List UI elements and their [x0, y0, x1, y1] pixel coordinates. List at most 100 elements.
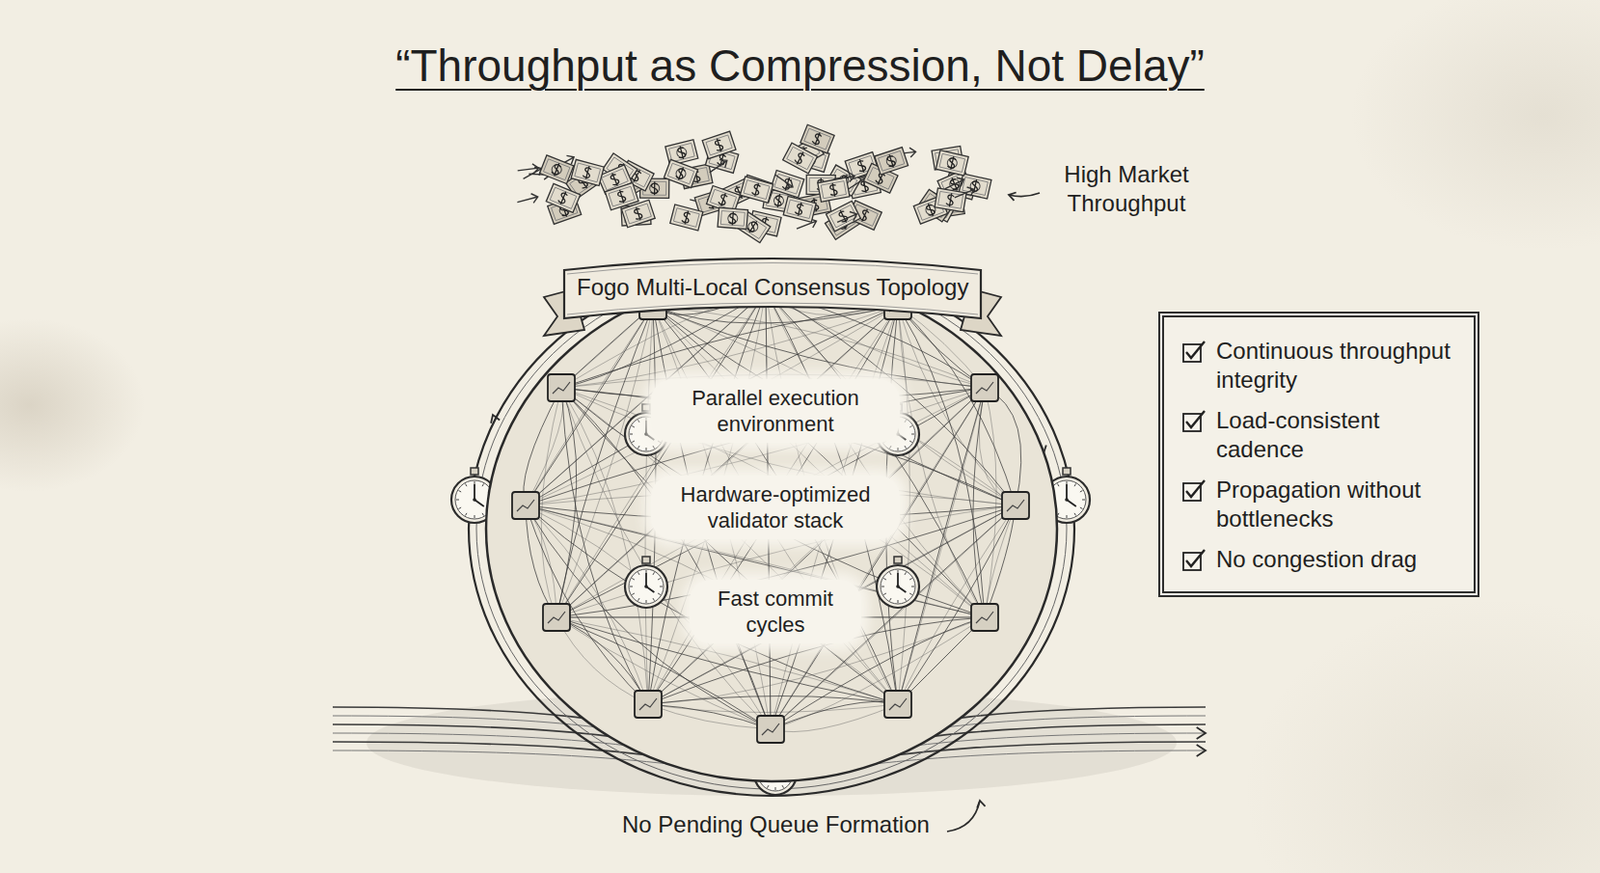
- sketch-line: [561, 291, 766, 388]
- topology-ellipse: [486, 275, 1058, 782]
- sketch-line: [552, 381, 570, 394]
- sketch-line: [904, 445, 907, 449]
- sketch-line: [631, 593, 635, 596]
- dollar-glyph: [781, 176, 792, 191]
- sketch-line: [890, 445, 893, 449]
- sketch-line: [459, 507, 462, 510]
- check-mark: [1186, 341, 1205, 358]
- money-bill: [874, 147, 909, 175]
- sketch-line: [652, 571, 655, 575]
- flow-arrow: [952, 185, 977, 203]
- validator-box: [542, 603, 570, 631]
- check-mark: [1186, 480, 1205, 497]
- flow-arrow: [835, 209, 859, 227]
- dollar-glyph: [858, 207, 870, 223]
- sketch-line: [516, 499, 535, 512]
- money-bill: [670, 204, 704, 231]
- bill-border: [542, 159, 570, 181]
- sketch-line: [631, 578, 635, 581]
- money-bill: [604, 182, 639, 210]
- checklist-text: Propagation without bottlenecks: [1216, 475, 1459, 534]
- money-bill: [516, 162, 540, 176]
- sketch-line: [976, 611, 994, 624]
- sketch-line: [770, 701, 898, 730]
- bill-border: [804, 128, 831, 150]
- sketch-line: [904, 571, 907, 575]
- sketch-line: [465, 513, 468, 516]
- sketch-line: [561, 291, 766, 388]
- check-box: [1181, 547, 1207, 573]
- sketch-line: [897, 505, 1016, 705]
- bill-border: [668, 142, 695, 162]
- sketch-line: [638, 445, 641, 449]
- sketch-line: [645, 572, 648, 587]
- validator-node: [1002, 491, 1030, 519]
- arrow-head: [1196, 744, 1206, 757]
- money-bill: [952, 185, 977, 203]
- validator-node: [757, 715, 785, 743]
- validator-node: [752, 277, 780, 305]
- checklist-text: Load-consistent cadence: [1216, 406, 1459, 464]
- bill-paper: [740, 174, 775, 203]
- dollar-glyph: [632, 206, 644, 221]
- sketch-line: [984, 505, 1016, 618]
- sketch-line: [525, 505, 557, 618]
- sketch-line: [1080, 507, 1084, 510]
- flow-arrow: [772, 170, 796, 191]
- stopwatch-pin: [1064, 497, 1069, 502]
- sketch-line: [474, 499, 485, 507]
- bill-paper: [670, 204, 704, 231]
- sketch-line: [652, 597, 655, 601]
- dollar-glyph: [616, 189, 627, 204]
- topology-caption: Hardware-optimized validator stack: [650, 475, 900, 540]
- sketch-line: [889, 698, 907, 710]
- validator-node: [884, 292, 912, 320]
- sketch-line: [456, 499, 460, 501]
- sketch-line: [897, 305, 1016, 506]
- sketch-line: [644, 299, 662, 312]
- sketch-line: [631, 426, 635, 429]
- sketch-line: [567, 263, 978, 275]
- sketch-line: [646, 569, 648, 573]
- topology-caption: Fast commit cycles: [689, 579, 862, 644]
- sketch-line: [1066, 499, 1077, 507]
- bill-border: [939, 153, 966, 172]
- flow-arrow: [706, 156, 731, 177]
- sketch-line: [648, 704, 771, 730]
- dollar-glyph: [924, 202, 937, 218]
- validator-node: [971, 374, 999, 402]
- stopwatch-pin: [644, 432, 649, 436]
- checklist-text: No congestion drag: [1216, 544, 1459, 574]
- dollar-glyph: [945, 192, 954, 208]
- sketch-line: [631, 440, 635, 443]
- bill-paper: [783, 195, 816, 222]
- sketch-line: [897, 305, 1016, 506]
- validator-node: [639, 292, 667, 320]
- sketch-line: [652, 282, 766, 306]
- money-bill: [717, 207, 748, 229]
- sketch-line: [909, 440, 913, 443]
- bill-paper: [934, 188, 967, 213]
- sketch-line: [657, 578, 661, 581]
- checklist-text: Continuous throughput integrity: [1216, 336, 1459, 395]
- bill-border: [673, 208, 700, 228]
- dollar-glyph: [676, 145, 686, 161]
- sketch-line: [904, 597, 907, 601]
- dollar-glyph: [713, 137, 725, 154]
- leader-line: [947, 800, 980, 832]
- dollar-glyph: [550, 162, 563, 178]
- dollar-glyph: [811, 131, 823, 147]
- sketch-line: [648, 704, 771, 730]
- sketch-line: [757, 285, 775, 298]
- stopwatch-pin: [895, 584, 900, 589]
- dollar-glyph: [751, 182, 761, 197]
- validator-box: [752, 277, 780, 305]
- validator-node: [884, 690, 912, 718]
- annotation-label: High Market Throughput: [1041, 160, 1212, 218]
- checklist-item: No congestion drag: [1181, 544, 1459, 574]
- topology-caption: Parallel execution environment: [650, 379, 900, 443]
- sketch-line: [657, 440, 661, 443]
- bill-paper: [800, 124, 835, 154]
- stopwatch-icon: [624, 556, 668, 608]
